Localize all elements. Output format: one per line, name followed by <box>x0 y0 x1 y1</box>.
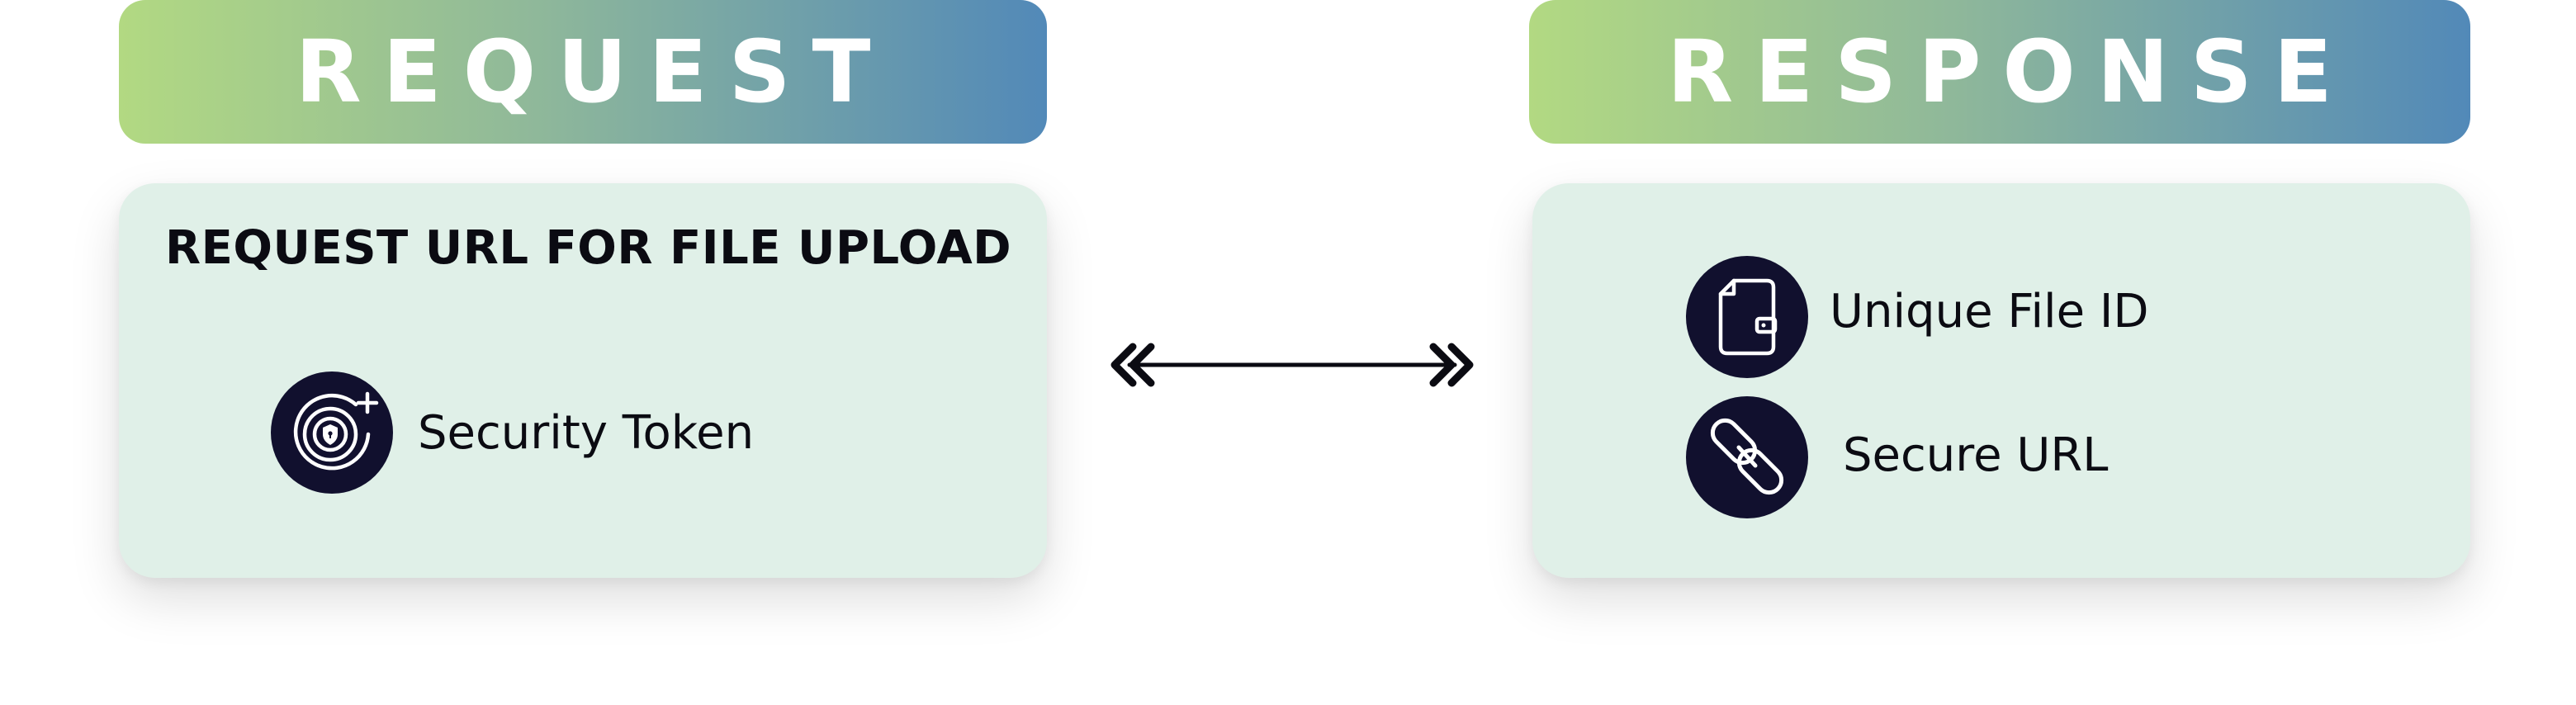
request-card-title: REQUEST URL FOR FILE UPLOAD <box>165 221 1012 275</box>
link-icon <box>1686 396 1808 518</box>
secure-url-label: Secure URL <box>1843 428 2109 482</box>
request-header: REQUEST <box>119 0 1047 144</box>
bidirectional-arrow-icon <box>1110 343 1474 387</box>
security-token-icon <box>271 371 393 494</box>
file-id-icon <box>1686 256 1808 378</box>
response-header-label: RESPONSE <box>1667 21 2354 122</box>
response-header: RESPONSE <box>1529 0 2470 144</box>
request-header-label: REQUEST <box>295 21 893 122</box>
security-token-item: Security Token <box>271 371 754 494</box>
response-card: Unique File ID Secure URL <box>1532 183 2470 578</box>
unique-file-id-item: Unique File ID <box>1686 256 2148 378</box>
unique-file-id-label: Unique File ID <box>1830 284 2149 338</box>
security-token-label: Security Token <box>418 405 755 460</box>
secure-url-item: Secure URL <box>1686 396 2108 518</box>
request-card: REQUEST URL FOR FILE UPLOAD <box>119 183 1047 578</box>
